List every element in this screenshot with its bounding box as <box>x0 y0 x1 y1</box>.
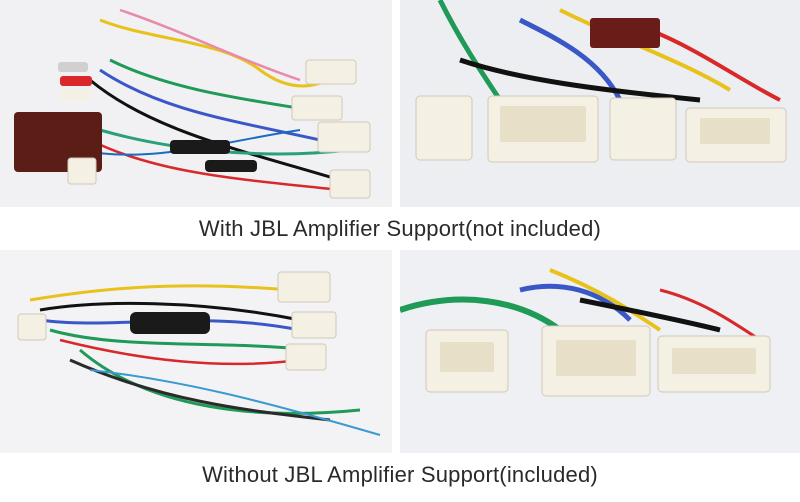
photo-harness-without-jbl <box>0 250 392 453</box>
photo-harness-with-jbl-module <box>0 0 392 207</box>
photo-connectors-with-jbl <box>400 0 800 207</box>
connectors-closeup-illustration <box>400 0 800 207</box>
caption-without-jbl: Without JBL Amplifier Support(included) <box>202 462 598 487</box>
amplifier-module-shape <box>14 112 102 172</box>
caption-with-jbl: With JBL Amplifier Support(not included) <box>198 216 602 241</box>
connectors-without-jbl-illustration <box>400 250 800 453</box>
photo-connectors-without-jbl <box>400 250 800 453</box>
harness-without-module-illustration <box>0 250 392 453</box>
harness-with-module-illustration <box>0 0 392 207</box>
